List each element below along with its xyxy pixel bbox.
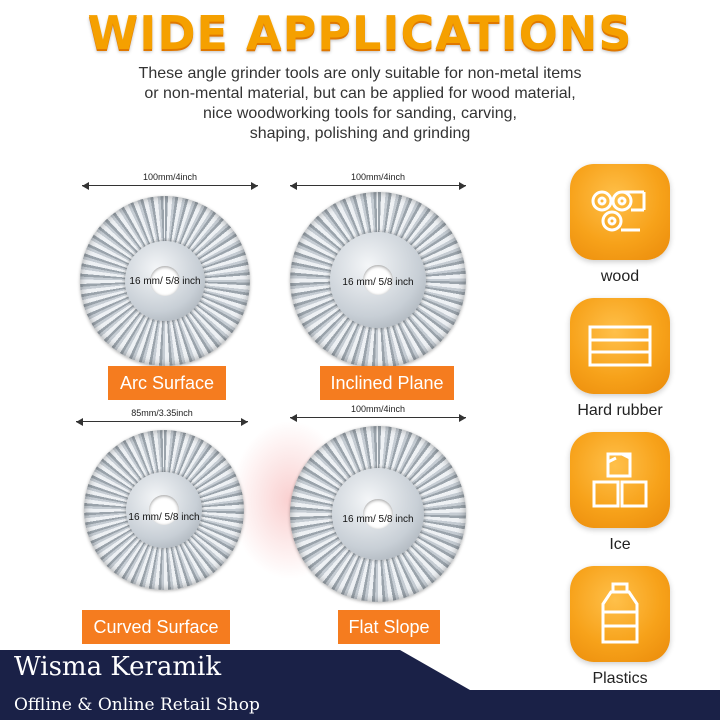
- footer-banner: Wisma Keramik Offline & Online Retail Sh…: [0, 650, 720, 720]
- description-line: These angle grinder tools are only suita…: [138, 65, 582, 82]
- description-line: or non-mental material, but can be appli…: [144, 85, 576, 102]
- label-curved-surface: Curved Surface: [82, 610, 230, 644]
- hard-rubber-icon: [570, 298, 670, 394]
- label-inclined-plane: Inclined Plane: [320, 366, 454, 400]
- dimension-label: 100mm/4inch: [350, 172, 406, 182]
- ice-cubes-icon: [570, 432, 670, 528]
- material-hard-rubber: Hard rubber: [570, 298, 670, 420]
- material-label: Plastics: [592, 670, 648, 687]
- brand-name: Wisma Keramik: [14, 652, 222, 682]
- dimension-label: 100mm/4inch: [142, 172, 198, 182]
- material-label: Hard rubber: [577, 402, 663, 419]
- bore-label: 16 mm/ 5/8 inch: [129, 276, 201, 287]
- material-plastics: Plastics: [570, 566, 670, 688]
- plastic-bottle-icon: [570, 566, 670, 662]
- bore-label: 16 mm/ 5/8 inch: [342, 514, 414, 525]
- page-title: WIDE APPLICATIONS: [87, 6, 633, 60]
- dimension-marker: 85mm/3.35inch: [76, 408, 248, 426]
- material-ice: Ice: [570, 432, 670, 554]
- dimension-marker: 100mm/4inch: [290, 404, 466, 422]
- label-flat-slope: Flat Slope: [338, 610, 440, 644]
- disc-inclined-plane: 16 mm/ 5/8 inch: [290, 192, 466, 368]
- description-line: shaping, polishing and grinding: [249, 125, 471, 142]
- dimension-marker: 100mm/4inch: [82, 172, 258, 190]
- material-label: Ice: [609, 536, 631, 553]
- material-wood: wood: [570, 164, 670, 286]
- description: These angle grinder tools are only suita…: [80, 64, 640, 144]
- material-label: wood: [600, 268, 640, 285]
- disc-flat-slope: 16 mm/ 5/8 inch: [290, 426, 466, 602]
- dimension-label: 85mm/3.35inch: [131, 408, 193, 418]
- dimension-marker: 100mm/4inch: [290, 172, 466, 190]
- label-arc-surface: Arc Surface: [108, 366, 226, 400]
- brand-subtitle: Offline & Online Retail Shop: [14, 695, 260, 715]
- dimension-label: 100mm/4inch: [350, 404, 406, 414]
- wood-logs-icon: [570, 164, 670, 260]
- disc-arc-surface: 16 mm/ 5/8 inch: [80, 196, 250, 366]
- bore-label: 16 mm/ 5/8 inch: [342, 277, 414, 288]
- bore-label: 16 mm/ 5/8 inch: [128, 512, 200, 523]
- disc-curved-surface: 16 mm/ 5/8 inch: [84, 430, 244, 590]
- description-line: nice woodworking tools for sanding, carv…: [203, 105, 517, 122]
